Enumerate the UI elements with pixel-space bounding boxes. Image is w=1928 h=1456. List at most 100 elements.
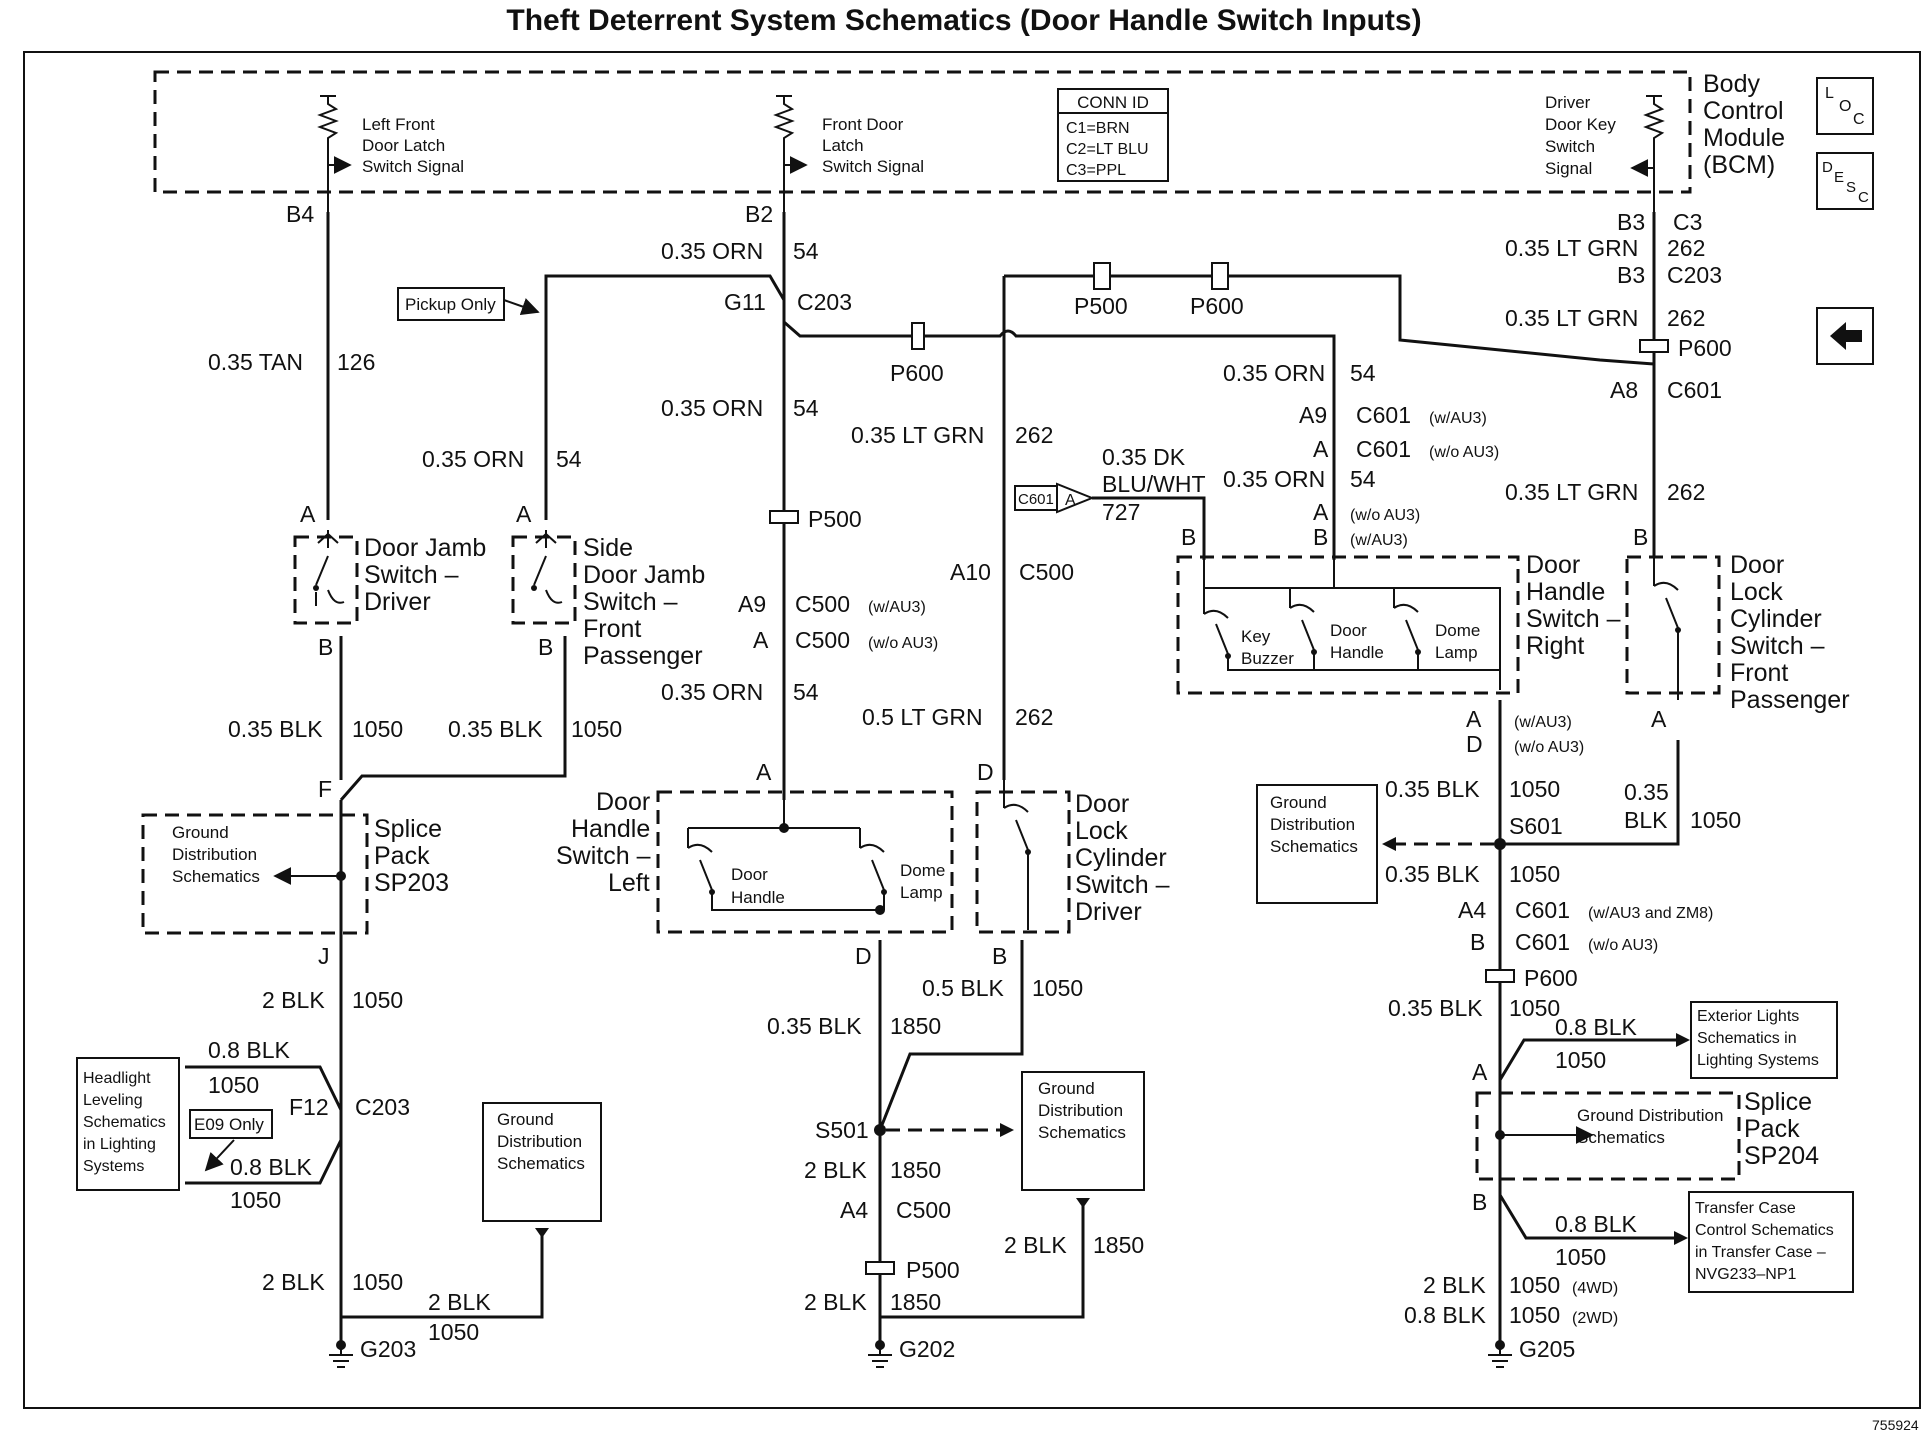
svg-text:Door: Door <box>1526 551 1580 579</box>
svg-text:Ground Distribution: Ground Distribution <box>1577 1106 1723 1125</box>
p600-connector <box>1485 969 1515 983</box>
svg-text:1050: 1050 <box>1509 861 1560 887</box>
svg-text:0.8 BLK: 0.8 BLK <box>208 1037 290 1063</box>
svg-text:54: 54 <box>793 395 819 421</box>
svg-text:B: B <box>992 943 1007 969</box>
svg-text:B: B <box>1313 524 1328 550</box>
svg-text:C601: C601 <box>1356 402 1411 428</box>
svg-text:Distribution: Distribution <box>1038 1101 1123 1120</box>
svg-text:1050: 1050 <box>1509 1272 1560 1298</box>
bcm-sig-right-4: Signal <box>1545 159 1592 178</box>
svg-text:Driver: Driver <box>364 588 431 616</box>
bcm-sig-right-2: Door Key <box>1545 115 1616 134</box>
svg-text:B: B <box>1633 524 1648 550</box>
svg-text:2 BLK: 2 BLK <box>428 1289 491 1315</box>
svg-text:Exterior Lights: Exterior Lights <box>1697 1008 1799 1025</box>
splice-pack-sp203 <box>141 813 369 935</box>
svg-text:0.35 DK: 0.35 DK <box>1102 444 1186 470</box>
svg-text:B: B <box>538 634 553 660</box>
exterior-lights-ref <box>1690 1001 1838 1079</box>
svg-text:(w/o AU3): (w/o AU3) <box>1514 739 1584 756</box>
svg-text:(w/AU3): (w/AU3) <box>1514 714 1572 731</box>
p600-connector <box>911 322 925 350</box>
svg-text:Ground: Ground <box>1038 1079 1095 1098</box>
svg-text:BLU/WHT: BLU/WHT <box>1102 471 1206 497</box>
svg-text:262: 262 <box>1667 479 1705 505</box>
svg-text:2 BLK: 2 BLK <box>1423 1272 1486 1298</box>
desc-icon[interactable]: D E S C <box>1816 152 1874 210</box>
svg-text:Leveling: Leveling <box>83 1092 143 1109</box>
svg-text:Pack: Pack <box>374 842 430 870</box>
p500-connector <box>865 1261 895 1275</box>
svg-text:Lamp: Lamp <box>900 883 943 902</box>
svg-text:G202: G202 <box>899 1336 955 1362</box>
svg-text:0.35 BLK: 0.35 BLK <box>448 716 543 742</box>
svg-text:A4: A4 <box>1458 897 1486 923</box>
svg-text:in Lighting: in Lighting <box>83 1136 156 1153</box>
svg-text:Cylinder: Cylinder <box>1075 844 1167 872</box>
bcm-label-4: (BCM) <box>1703 151 1775 179</box>
svg-text:Distribution: Distribution <box>172 845 257 864</box>
back-arrow-icon[interactable] <box>1816 307 1874 365</box>
svg-text:A: A <box>1466 706 1482 732</box>
svg-text:Splice: Splice <box>1744 1088 1812 1116</box>
svg-text:0.35 ORN: 0.35 ORN <box>422 446 524 472</box>
bcm-sig-left-1: Left Front <box>362 115 435 134</box>
svg-text:Door: Door <box>596 788 650 816</box>
svg-text:C601: C601 <box>1667 377 1722 403</box>
svg-text:262: 262 <box>1667 305 1705 331</box>
svg-text:A: A <box>516 501 532 527</box>
svg-text:0.35: 0.35 <box>1624 779 1669 805</box>
svg-text:C3: C3 <box>1673 209 1702 235</box>
svg-text:(4WD): (4WD) <box>1572 1280 1618 1297</box>
svg-text:F12: F12 <box>289 1094 329 1120</box>
svg-text:0.35 BLK: 0.35 BLK <box>1385 776 1480 802</box>
svg-text:C500: C500 <box>795 627 850 653</box>
svg-text:A: A <box>1651 706 1667 732</box>
svg-text:0.35 TAN: 0.35 TAN <box>208 349 303 375</box>
svg-text:(w/AU3 and ZM8): (w/AU3 and ZM8) <box>1588 905 1713 922</box>
svg-text:262: 262 <box>1015 704 1053 730</box>
svg-text:Switch –: Switch – <box>1526 605 1621 633</box>
svg-text:Handle: Handle <box>731 888 785 907</box>
headlight-leveling-ref <box>76 1057 180 1191</box>
svg-text:1050: 1050 <box>230 1187 281 1213</box>
svg-text:C203: C203 <box>1667 262 1722 288</box>
svg-text:Left: Left <box>608 869 650 897</box>
svg-text:(w/o AU3): (w/o AU3) <box>1588 937 1658 954</box>
bcm-sig-mid-3: Switch Signal <box>822 157 924 176</box>
svg-text:Lighting Systems: Lighting Systems <box>1697 1052 1819 1069</box>
svg-text:Switch –: Switch – <box>1730 632 1825 660</box>
page-frame <box>23 51 1921 1409</box>
p600-connector <box>1211 262 1229 290</box>
svg-text:B4: B4 <box>286 201 314 227</box>
svg-text:Schematics: Schematics <box>1577 1128 1665 1147</box>
svg-text:0.5 BLK: 0.5 BLK <box>922 975 1004 1001</box>
svg-text:Switch –: Switch – <box>1075 871 1170 899</box>
svg-text:0.8 BLK: 0.8 BLK <box>1555 1014 1637 1040</box>
svg-text:0.35 LT GRN: 0.35 LT GRN <box>1505 479 1638 505</box>
ground-distribution-ref <box>1256 784 1378 904</box>
svg-text:Pickup Only: Pickup Only <box>405 295 496 314</box>
svg-text:P500: P500 <box>1074 293 1128 319</box>
svg-text:2 BLK: 2 BLK <box>262 987 325 1013</box>
door-handle-switch-right <box>1176 555 1520 695</box>
svg-text:1850: 1850 <box>890 1157 941 1183</box>
svg-text:E: E <box>1834 169 1844 186</box>
svg-text:(2WD): (2WD) <box>1572 1310 1618 1327</box>
svg-text:2 BLK: 2 BLK <box>804 1157 867 1183</box>
door-jamb-switch-driver <box>293 535 359 625</box>
svg-text:A10: A10 <box>950 559 991 585</box>
svg-text:Buzzer: Buzzer <box>1241 649 1294 668</box>
svg-text:0.35 LT GRN: 0.35 LT GRN <box>851 422 984 448</box>
loc-icon[interactable]: L O C <box>1816 77 1874 135</box>
svg-text:BLK: BLK <box>1624 807 1668 833</box>
svg-text:Door: Door <box>1730 551 1784 579</box>
resistor-icon <box>317 95 339 212</box>
svg-text:A: A <box>756 759 772 785</box>
svg-text:SP204: SP204 <box>1744 1142 1819 1170</box>
bcm-sig-mid-2: Latch <box>822 136 864 155</box>
bcm-label-3: Module <box>1703 124 1785 152</box>
svg-text:Schematics: Schematics <box>83 1114 166 1131</box>
svg-text:Dome: Dome <box>1435 621 1480 640</box>
